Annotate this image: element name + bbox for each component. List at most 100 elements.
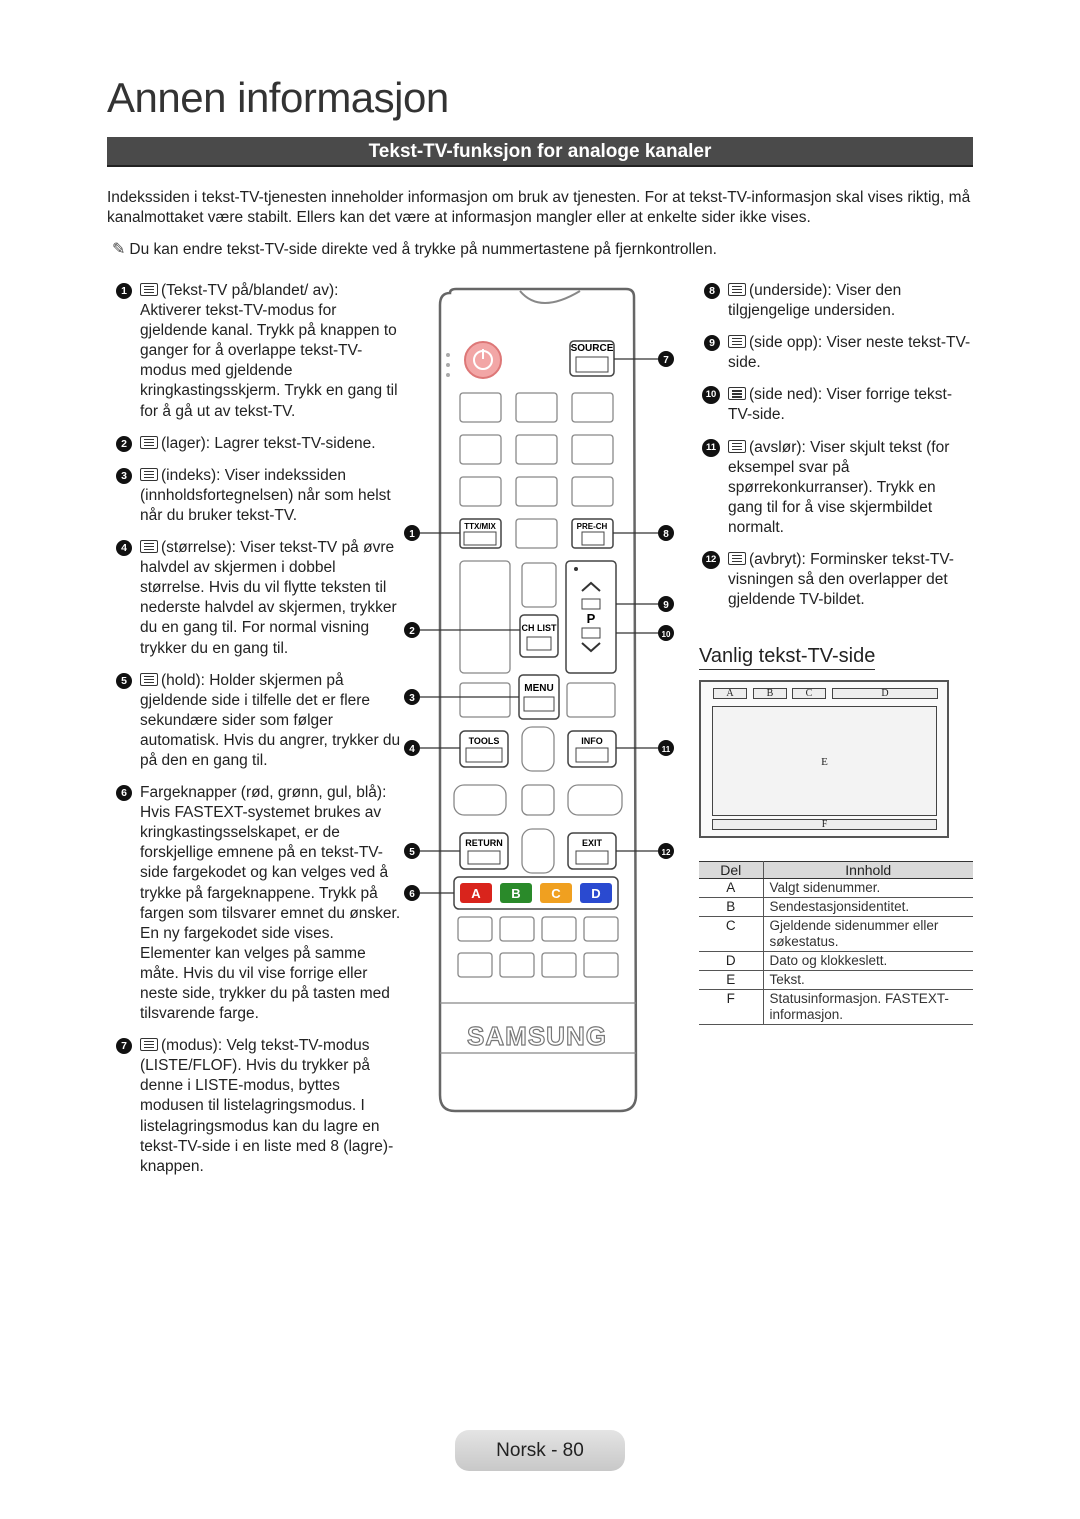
color-a-label: A	[471, 886, 481, 901]
color-key-c	[540, 883, 572, 903]
ch-list-button	[519, 614, 559, 658]
list-item: 8 (underside): Viser den tilgjengelige un…	[704, 281, 974, 321]
list-item: 4(størrelse): Viser tekst-TV på øvre hal…	[116, 538, 401, 659]
intro-paragraph: Indekssiden i tekst-TV-tjenesten innehol…	[107, 189, 971, 226]
callout-6: 6	[409, 889, 415, 900]
diagram-field-a: A	[713, 688, 747, 699]
color-d-label: D	[591, 886, 600, 901]
chlist-label: CH LIST	[522, 623, 558, 633]
hold-icon	[140, 672, 158, 686]
callout-9: 9	[663, 600, 669, 611]
pencil-icon: ✎	[112, 241, 126, 258]
callout-number: 8	[704, 283, 720, 299]
callout-2: 2	[409, 626, 415, 637]
channel-rocker	[565, 560, 617, 674]
tools-label: TOOLS	[469, 736, 500, 746]
item-text: (lager): Lagrer tekst-TV-sidene.	[161, 434, 376, 452]
sub-page-icon	[728, 283, 746, 296]
section-title-bar: Tekst-TV-funksjon for analoge kanaler	[107, 137, 973, 167]
store-icon	[140, 435, 158, 449]
callout-number: 12	[702, 551, 720, 570]
info-label: INFO	[581, 736, 603, 746]
callout-8: 8	[663, 529, 669, 540]
teletext-diagram: A B C D E F	[699, 680, 949, 838]
exit-label: EXIT	[582, 838, 603, 848]
diagram-field-e: E	[712, 706, 937, 816]
lower-keys	[457, 916, 619, 978]
power-button	[464, 341, 502, 379]
item-text: (størrelse): Viser tekst-TV på øvre halv…	[140, 539, 397, 657]
callout-3: 3	[409, 693, 415, 704]
callout-4: 4	[409, 744, 415, 755]
page-title: Annen informasjon	[107, 74, 449, 121]
table-header-part: Del	[699, 861, 764, 879]
callout-number: 9	[704, 335, 720, 352]
callout-5: 5	[409, 847, 415, 858]
list-item: 11(avslør): Viser skjult tekst (for ekse…	[702, 438, 974, 538]
callout-number: 11	[702, 438, 720, 457]
item-text: (Tekst-TV på/blandet/ av): Aktiverer tek…	[140, 282, 398, 420]
color-key-b	[500, 883, 532, 903]
teletext-mix-icon	[140, 283, 158, 296]
remote-control-illustration: SOURCE TTX/MIX PRE-CH CH LIST P MENU TOO…	[404, 287, 674, 1113]
callout-number: 6	[116, 785, 132, 802]
cancel-icon	[728, 552, 746, 566]
mode-icon	[140, 1038, 158, 1052]
page-down-icon	[728, 387, 746, 401]
table-header-content: Innhold	[763, 861, 973, 879]
size-icon	[140, 540, 158, 554]
page-number-footer: Norsk - 80	[455, 1430, 625, 1471]
page-up-icon	[728, 335, 746, 349]
diagram-field-f: F	[712, 819, 937, 830]
color-c-label: C	[551, 886, 561, 901]
color-key-a	[460, 883, 492, 903]
list-item: 12(avbryt): Forminsker tekst-TV-visninge…	[702, 550, 974, 610]
number-keys	[459, 392, 614, 549]
item-text: (indeks): Viser indekssiden (innholdsfor…	[140, 466, 391, 524]
callout-11: 11	[662, 745, 671, 754]
list-item: 3 (indeks): Viser indekssiden (innholdsfo…	[116, 466, 401, 526]
diagram-field-c: C	[792, 688, 826, 699]
list-item: 1 (Tekst-TV på/blandet/ av): Aktiverer te…	[116, 281, 401, 422]
volume-rocker	[459, 560, 511, 674]
list-item: 10(side ned): Viser forrige tekst-TV-sid…	[702, 385, 974, 425]
callout-number: 2	[116, 435, 132, 452]
return-label: RETURN	[465, 838, 503, 848]
p-label: P	[587, 611, 596, 626]
item-text: (side opp): Viser neste tekst-TV-side.	[728, 334, 971, 372]
callout-12: 12	[662, 848, 671, 857]
item-text: Fargeknapper (rød, grønn, gul, blå): Hvi…	[140, 784, 401, 1023]
diagram-field-d: D	[832, 688, 938, 699]
callout-number: 5	[116, 672, 132, 689]
reveal-icon	[728, 439, 746, 453]
note-text: Du kan endre tekst-TV-side direkte ved å…	[129, 241, 717, 258]
source-label: SOURCE	[571, 343, 614, 354]
prech-label: PRE-CH	[577, 522, 608, 531]
list-item: 2 (lager): Lagrer tekst-TV-sidene.	[116, 434, 401, 454]
ttx-label: TTX/MIX	[464, 522, 496, 531]
remote-top-arc	[519, 290, 581, 304]
list-item: 5 (hold): Holder skjermen på gjeldende si…	[116, 671, 401, 771]
samsung-logo: SAMSUNG	[467, 1021, 607, 1051]
teletext-subtitle: Vanlig tekst-TV-side	[699, 645, 876, 670]
callout-7: 7	[663, 355, 669, 366]
list-item: 9 (side opp): Viser neste tekst-TV-side.	[704, 333, 974, 373]
callout-10: 10	[662, 630, 671, 639]
callout-number: 3	[116, 467, 132, 484]
list-item: 6 Fargeknapper (rød, grønn, gul, blå): Hv…	[116, 783, 401, 1024]
item-text: (hold): Holder skjermen på gjeldende sid…	[140, 671, 401, 769]
callout-number: 1	[116, 283, 132, 299]
diagram-field-b: B	[753, 688, 787, 699]
color-b-label: B	[511, 886, 520, 901]
index-icon	[140, 467, 158, 481]
callout-number: 10	[702, 386, 720, 405]
menu-label: MENU	[524, 683, 553, 694]
color-key-d	[580, 883, 612, 903]
item-text: (underside): Viser den tilgjengelige und…	[728, 282, 902, 320]
